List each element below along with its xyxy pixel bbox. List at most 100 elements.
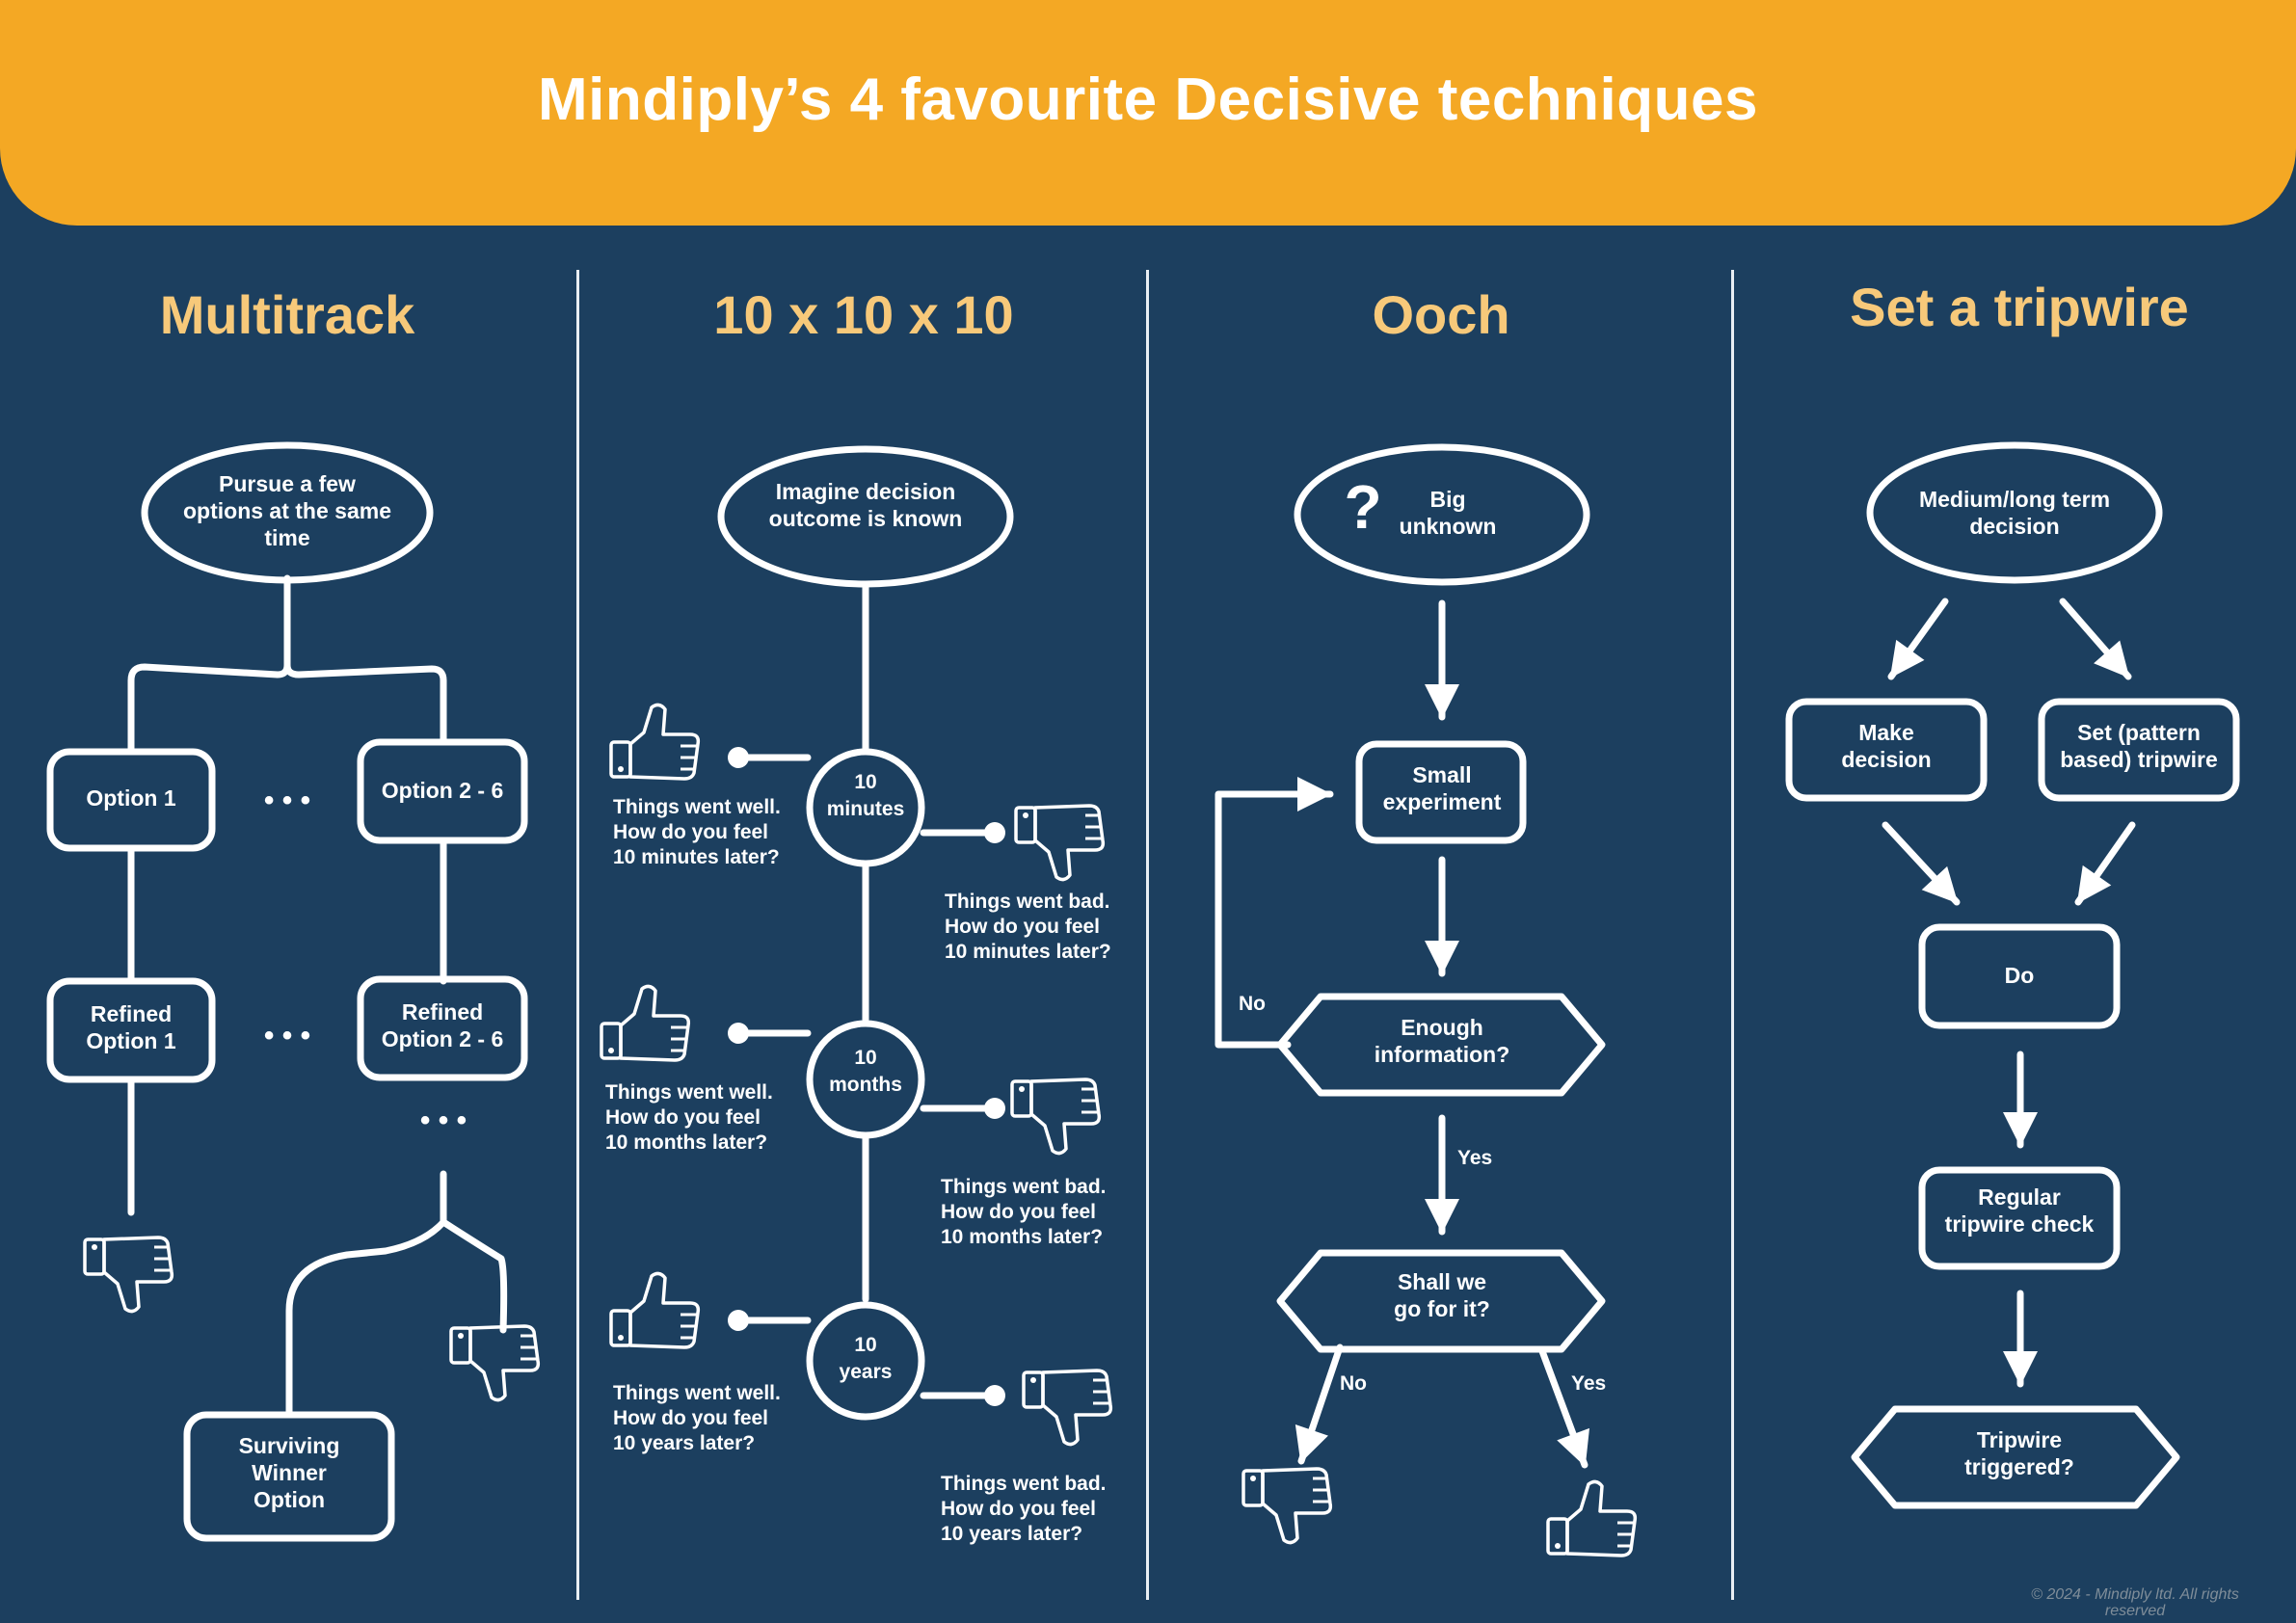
- shall-we-go-line: Shall we: [1398, 1269, 1486, 1294]
- do-box: [1918, 923, 2121, 1029]
- tripwire-triggered-line: Tripwire: [1977, 1427, 2062, 1452]
- surviving-winner-box: [183, 1411, 395, 1542]
- bad-outcome-line: How do you feel: [941, 1498, 1096, 1520]
- good-outcome-line: Things went well.: [605, 1081, 773, 1104]
- ellipsis: • • •: [420, 1104, 467, 1136]
- bad-outcome-line: Things went bad.: [945, 891, 1110, 913]
- column-title-10x10x10: 10 x 10 x 10: [713, 284, 1014, 345]
- make-decision-box: [1785, 698, 1988, 802]
- column-divider: [1731, 270, 1734, 1600]
- multitrack-start-line: Pursue a few: [219, 471, 356, 496]
- refined-option-2-6-line: Refined: [402, 999, 483, 1024]
- 10-minutes-label: minutes: [827, 798, 905, 820]
- copyright-notice: © 2024 - Mindiply ltd. All rights reserv…: [1995, 1586, 2275, 1619]
- thumbs-down-icon: [1243, 1469, 1330, 1543]
- small-experiment-box: [1355, 740, 1527, 844]
- option-2-6-label: Option 2 - 6: [382, 778, 504, 803]
- copyright-line: reserved: [2104, 1603, 2166, 1619]
- small-experiment-line: Small: [1412, 762, 1471, 787]
- ellipsis: • • •: [264, 785, 310, 816]
- good-outcome-line: How do you feel: [613, 821, 768, 843]
- 10-months-label: 10: [854, 1047, 876, 1069]
- header-banner: Mindiply’s 4 favourite Decisive techniqu…: [0, 0, 2296, 226]
- multitrack-start-line: time: [264, 525, 309, 550]
- good-outcome-line: Things went well.: [613, 796, 781, 818]
- 10-minutes-node: [806, 748, 925, 867]
- set-tripwire-line: based) tripwire: [2060, 747, 2218, 772]
- enough-information-line: Enough: [1401, 1015, 1483, 1040]
- thumbs-down-icon: [451, 1326, 538, 1400]
- winner-line: Option: [254, 1487, 325, 1512]
- yes-label: Yes: [1457, 1147, 1492, 1169]
- thumbs-up-icon: [600, 984, 691, 1062]
- good-outcome-line: How do you feel: [605, 1106, 761, 1129]
- 10x10x10-start-node: [717, 445, 1014, 588]
- shall-we-go-line: go for it?: [1394, 1296, 1490, 1321]
- copyright-line: © 2024 - Mindiply ltd. All rights: [2031, 1586, 2239, 1603]
- winner-line: Winner: [252, 1460, 327, 1485]
- shall-we-go-decision: [1276, 1249, 1606, 1353]
- 10-years-label: 10: [854, 1334, 876, 1356]
- regular-tripwire-check-line: tripwire check: [1945, 1211, 2095, 1237]
- arrow-icon: [2059, 598, 2132, 680]
- thumbs-down-icon: [1024, 1370, 1110, 1445]
- yes-label: Yes: [1571, 1372, 1606, 1395]
- no-label: No: [1239, 993, 1266, 1015]
- connector-dots: [728, 747, 1005, 1406]
- 10-months-node: [806, 1020, 925, 1139]
- thumbs-up-icon: [1546, 1479, 1638, 1557]
- multitrack-start-line: options at the same: [183, 498, 391, 523]
- column-title-tripwire: Set a tripwire: [1850, 277, 2189, 337]
- 10-years-node: [806, 1301, 925, 1421]
- thumbs-down-icon: [1016, 806, 1103, 880]
- thumbs-up-icon: [609, 703, 701, 781]
- bad-outcome-line: 10 years later?: [941, 1523, 1082, 1545]
- medium-long-term-line: decision: [1969, 514, 2059, 539]
- refined-option-2-6-box: [357, 975, 528, 1081]
- refined-option-1-box: [46, 977, 216, 1083]
- column-divider: [576, 270, 579, 1600]
- small-experiment-line: experiment: [1383, 789, 1502, 814]
- thumbs-down-icon: [1012, 1079, 1099, 1154]
- bad-outcome-line: How do you feel: [941, 1201, 1096, 1223]
- thumbs-down-icon: [85, 1237, 172, 1312]
- good-outcome-line: Things went well.: [613, 1382, 781, 1404]
- make-decision-line: decision: [1841, 747, 1931, 772]
- arrow-icon: [1295, 1344, 1344, 1465]
- arrow-icon: [1882, 821, 1961, 906]
- tripwire-triggered-line: triggered?: [1964, 1454, 2074, 1479]
- bad-outcome-line: Things went bad.: [941, 1176, 1107, 1198]
- 10-months-label: months: [829, 1074, 902, 1096]
- medium-long-term-decision-node: [1866, 441, 2163, 584]
- big-unknown-line: Big: [1429, 487, 1465, 512]
- option-2-6-box: [357, 738, 528, 844]
- arrow-icon: [2074, 821, 2136, 906]
- multitrack-connectors: [127, 574, 508, 1419]
- no-label: No: [1340, 1372, 1367, 1395]
- 10x10x10-start-line: outcome is known: [769, 506, 963, 531]
- winner-line: Surviving: [239, 1433, 340, 1458]
- bad-outcome-line: How do you feel: [945, 916, 1100, 938]
- regular-tripwire-check-box: [1918, 1166, 2121, 1270]
- refined-option-2-6-line: Option 2 - 6: [382, 1026, 504, 1051]
- big-unknown-line: unknown: [1400, 514, 1497, 539]
- refined-option-1-line: Refined: [91, 1001, 172, 1026]
- arrow-icon: [1538, 1347, 1589, 1469]
- bad-outcome-line: 10 months later?: [941, 1226, 1103, 1248]
- set-tripwire-box: [2038, 698, 2240, 802]
- option-1-box: [46, 748, 216, 852]
- 10-years-label: years: [840, 1361, 893, 1383]
- column-title-ooch: Ooch: [1372, 284, 1510, 345]
- make-decision-line: Make: [1858, 720, 1914, 745]
- regular-tripwire-check-line: Regular: [1978, 1184, 2061, 1210]
- bad-outcome-line: Things went bad.: [941, 1473, 1107, 1495]
- enough-information-line: information?: [1375, 1042, 1510, 1067]
- medium-long-term-line: Medium/long term: [1919, 487, 2110, 512]
- 10x10x10-start-line: Imagine decision: [776, 479, 956, 504]
- 10-minutes-label: 10: [854, 771, 876, 793]
- bad-outcome-line: 10 minutes later?: [945, 941, 1111, 963]
- ellipsis: • • •: [264, 1020, 310, 1051]
- do-label: Do: [2005, 963, 2035, 988]
- good-outcome-line: 10 years later?: [613, 1432, 755, 1454]
